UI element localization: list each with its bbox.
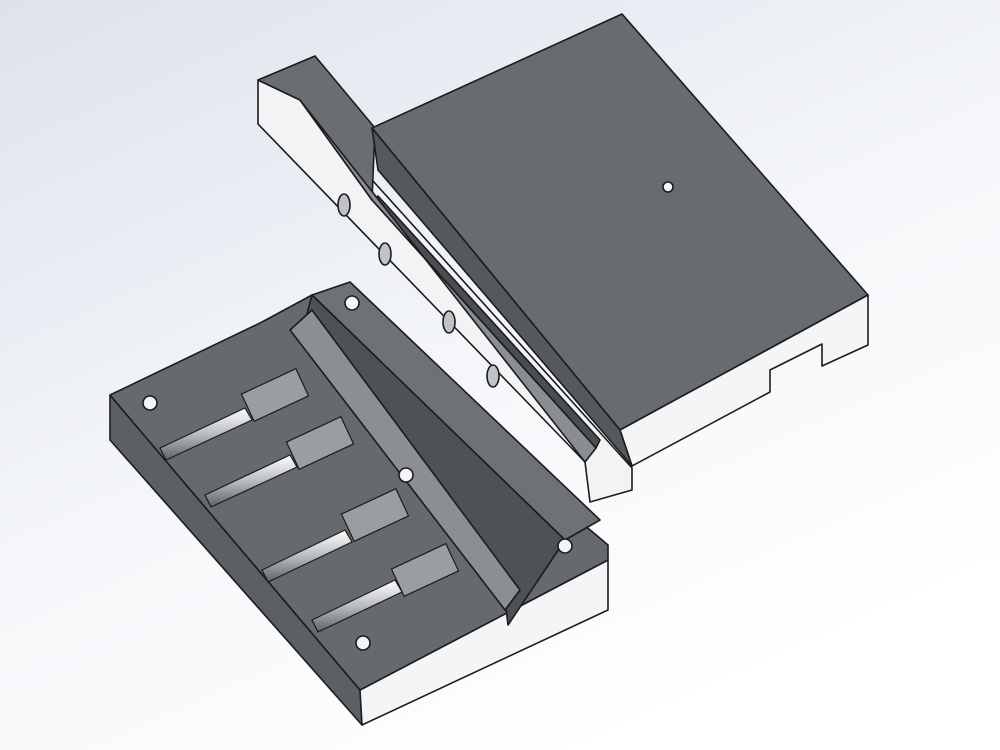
lower-plate-top-face [109,294,609,691]
pin [311,542,460,633]
lower-channel [289,309,521,611]
hole [557,538,573,554]
hole [442,310,456,334]
upper-rail-top-face [257,55,376,201]
hole [344,295,360,311]
pins [159,367,460,633]
hole [142,395,158,411]
upper-plate-side-face [619,294,869,467]
upper-mold [257,13,869,503]
hole [398,467,414,483]
pin [159,367,310,461]
hole [355,635,371,651]
hole [662,181,674,193]
hole [486,364,500,388]
hole [378,242,392,266]
pin [204,415,355,508]
upper-plate-left-face [371,127,633,467]
pin [261,487,410,583]
hole [337,193,351,217]
lower-mold [109,281,609,726]
upper-rail-inner-face [299,99,597,463]
